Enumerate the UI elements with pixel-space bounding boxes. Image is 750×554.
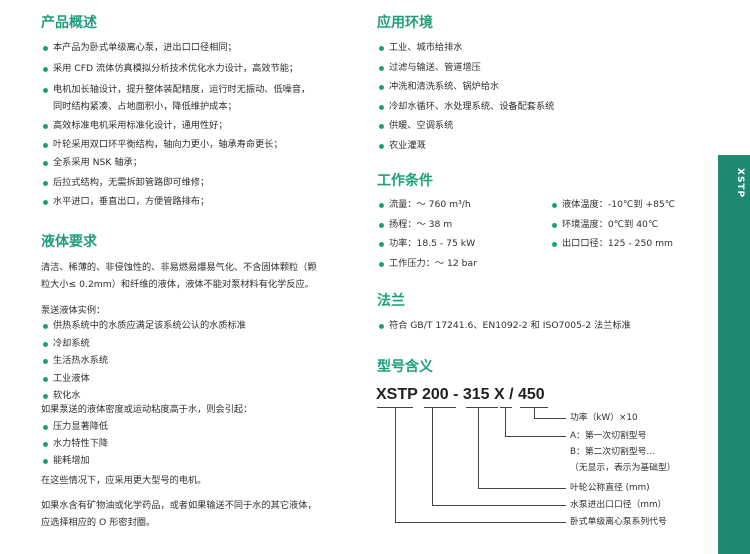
line-impeller-v <box>478 407 479 488</box>
label-cut-b: B：第二次切割型号… <box>570 447 656 457</box>
flange-title: 法兰 <box>377 293 405 309</box>
condition-right-bullet <box>552 203 557 208</box>
oil-note-1: 如果水含有矿物油或化学药品，或者如果输送不同于水的其它液体， <box>41 500 317 511</box>
example-item: 生活热水系统 <box>53 355 109 366</box>
example-bullet <box>43 324 48 329</box>
underline-cut <box>500 407 512 408</box>
overview-bullet <box>43 124 48 129</box>
overview-bullet <box>43 200 48 205</box>
example-bullet <box>43 341 48 347</box>
label-impeller: 叶轮公称直径 (mm) <box>570 483 650 493</box>
example-item: 软化水 <box>53 390 81 401</box>
line-power-v <box>534 407 535 418</box>
oil-note-2: 应选择相应的 O 形密封圈。 <box>41 517 156 528</box>
effect-bullet <box>43 442 48 447</box>
application-bullet <box>379 65 384 71</box>
effect-bullet <box>43 459 48 464</box>
application-item: 冲洗和清洗系统、锅炉给水 <box>389 81 500 92</box>
application-bullet <box>379 85 384 90</box>
application-item: 冷却水循环、水处理系统、设备配套系统 <box>389 100 555 112</box>
overview-item: 后拉式结构，无需拆卸管路即可维修； <box>53 177 210 188</box>
example-item: 工业液体 <box>53 372 90 384</box>
line-cut-v <box>505 407 506 436</box>
condition-right-bullet <box>552 242 557 247</box>
effect-item: 水力特性下降 <box>53 438 109 449</box>
underline-impeller <box>466 407 498 408</box>
condition-bullet <box>379 261 384 267</box>
condition-right-item: 出口口径：125 - 250 mm <box>562 238 673 249</box>
condition-item: 工作压力：～ 12 bar <box>389 257 477 269</box>
overview-bullet <box>43 181 48 186</box>
condition-item: 功率：18.5 - 75 kW <box>389 238 476 249</box>
effect-bullet <box>43 425 48 430</box>
overview-item: 电机加长轴设计，提升整体装配精度，运行时无振动、低噪音， <box>53 84 311 95</box>
side-tab-label: XSTP <box>735 168 745 199</box>
condition-right-item: 环境温度：0℃到 40℃ <box>562 218 659 230</box>
liquid-desc-1: 清洁、稀薄的、非侵蚀性的、非易燃易爆易气化、不含固体颗粒（颗 <box>41 262 317 273</box>
overview-bullet <box>43 88 48 93</box>
line-inlet-v <box>432 407 433 505</box>
effect-item: 能耗增加 <box>53 455 90 466</box>
label-cut-a: A：第一次切割型号 <box>570 431 647 441</box>
application-bullet <box>379 143 384 149</box>
application-bullet <box>379 46 384 51</box>
application-item: 农业灌溉 <box>389 139 426 151</box>
working-conditions-title: 工作条件 <box>377 173 433 189</box>
example-bullet <box>43 376 48 382</box>
overview-item: 本产品为卧式单级离心泵，进出口口径相同； <box>53 42 237 53</box>
overview-bullet <box>43 161 48 166</box>
line-series-v <box>395 407 396 522</box>
line-cut-h <box>505 436 566 437</box>
overview-bullet <box>43 143 48 148</box>
condition-right-bullet <box>552 222 557 228</box>
overview-item: 同时结构紧凑、占地面积小，降低维护成本； <box>53 101 237 112</box>
label-power: 功率（kW）×10 <box>570 413 638 423</box>
overview-item: 高效标准电机采用标准化设计，通用性好； <box>53 120 228 131</box>
model-meaning-title: 型号含义 <box>377 359 433 375</box>
label-cut-none: （无显示，表示为基础型） <box>570 463 676 473</box>
liquid-desc-2: 粒大小≤ 0.2mm）和纤维的液体，液体不能对泵材料有化学反应。 <box>41 279 314 290</box>
application-item: 工业、城市给排水 <box>389 42 463 53</box>
line-impeller-h <box>478 488 566 489</box>
flange-item: 符合 GB/T 17241.6、EN1092-2 和 ISO7005-2 法兰标… <box>389 320 631 331</box>
underline-inlet <box>424 407 456 408</box>
product-overview-title: 产品概述 <box>41 15 97 31</box>
model-code: XSTP 200 - 315 X / 450 <box>376 386 545 403</box>
application-item: 过滤与输送、管道增压 <box>389 61 481 73</box>
overview-item: 叶轮采用双口环平衡结构，轴向力更小，轴承寿命更长； <box>53 139 283 150</box>
examples-title: 泵送液体实例： <box>41 305 106 316</box>
liquid-requirements-title: 液体要求 <box>41 234 97 250</box>
flange-bullet <box>379 324 384 329</box>
condition-bullet <box>379 203 384 208</box>
application-bullet <box>379 124 384 129</box>
condition-right-item: 液体温度：-10℃到 +85℃ <box>562 199 676 210</box>
line-power-h <box>534 418 566 419</box>
overview-bullet <box>43 46 48 51</box>
condition-bullet <box>379 242 384 247</box>
overview-item: 全系采用 NSK 轴承； <box>53 157 142 168</box>
example-bullet <box>43 394 48 399</box>
example-bullet <box>43 359 48 364</box>
line-inlet-h <box>432 505 566 506</box>
label-inlet: 水泵进出口口径（mm） <box>570 500 667 510</box>
application-title: 应用环境 <box>377 15 433 31</box>
condition-bullet <box>379 222 384 228</box>
overview-item: 采用 CFD 流体仿真模拟分析技术优化水力设计，高效节能； <box>53 63 299 74</box>
example-item: 冷却系统 <box>53 337 90 349</box>
overview-bullet <box>43 67 48 72</box>
application-item: 供暖、空调系统 <box>389 120 454 131</box>
motor-note: 在这些情况下，应采用更大型号的电机。 <box>41 475 207 486</box>
condition-item: 扬程：～ 38 m <box>389 218 453 230</box>
effect-item: 压力显著降低 <box>53 421 109 432</box>
overview-item: 水平进口，垂直出口，方便管路排布； <box>53 196 210 207</box>
side-tab <box>718 155 750 554</box>
example-item: 供热系统中的水质应满足该系统公认的水质标准 <box>53 320 246 331</box>
label-series: 卧式单级离心泵系列代号 <box>570 517 667 527</box>
viscosity-note: 如果泵送的液体密度或运动粘度高于水，则会引起： <box>41 404 253 415</box>
application-bullet <box>379 104 384 110</box>
condition-item: 流量：～ 760 m³/h <box>389 199 471 210</box>
line-series-h <box>395 522 566 523</box>
